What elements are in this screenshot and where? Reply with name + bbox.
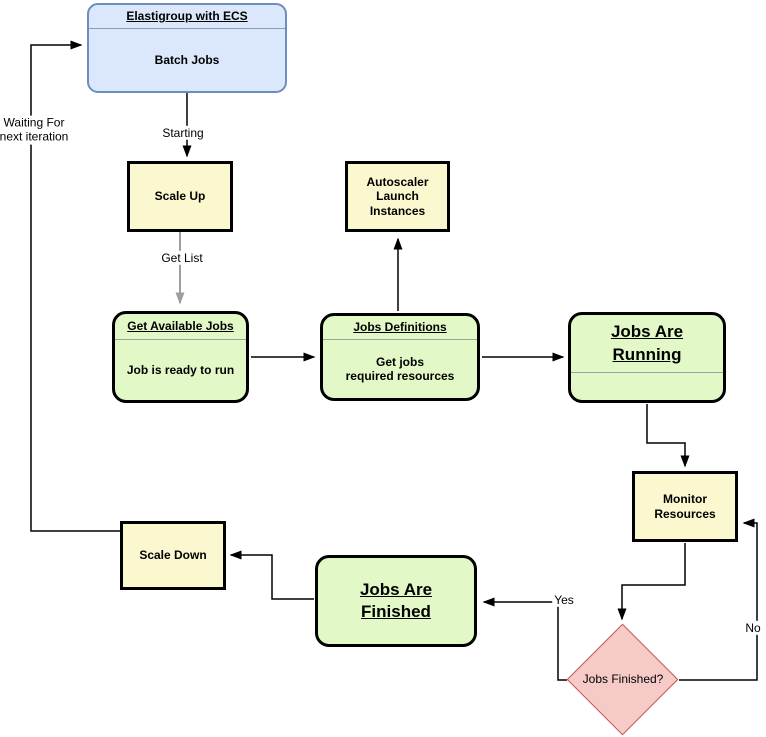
node-monitor-resources: Monitor Resources — [632, 471, 738, 542]
edge-running-to-monitor — [646, 404, 690, 468]
node-jobs-are-finished-title: Jobs Are Finished — [359, 579, 433, 621]
node-jobs-are-running-body — [571, 373, 723, 400]
node-elastigroup-title: Elastigroup with ECS — [89, 5, 285, 29]
edge-label-yes: Yes — [552, 592, 576, 608]
node-jobs-are-running-title: Jobs Are Running — [571, 315, 723, 373]
edge-label-waiting-for-next-iteration: Waiting For next iteration — [0, 115, 71, 145]
node-elastigroup-body: Batch Jobs — [154, 52, 220, 67]
edge-decision-no-to-monitor — [679, 518, 758, 681]
node-autoscaler-launch-instances: Autoscaler Launch Instances — [345, 161, 450, 232]
edge-label-starting: Starting — [160, 125, 206, 141]
node-jobs-are-finished: Jobs Are Finished — [315, 555, 477, 647]
edge-finished-to-scaledown — [229, 550, 314, 600]
node-get-available-jobs-body: Job is ready to run — [126, 362, 235, 377]
edge-scaledown-to-elastigroup — [30, 40, 120, 532]
node-scale-up: Scale Up — [127, 161, 233, 232]
edge-label-get-list: Get List — [159, 250, 205, 266]
edge-decision-yes-to-finished — [482, 597, 567, 681]
edge-label-no: No — [743, 620, 763, 636]
node-jobs-finished-decision: Jobs Finished? — [582, 672, 664, 686]
node-jobs-are-running: Jobs Are Running — [568, 312, 726, 403]
node-jobs-definitions-body: Get jobs required resources — [345, 354, 455, 383]
node-jobs-definitions-title: Jobs Definitions — [323, 316, 477, 340]
edge-monitor-to-decision — [617, 543, 686, 621]
node-get-available-jobs: Get Available Jobs Job is ready to run — [112, 311, 249, 403]
node-scale-down: Scale Down — [120, 521, 226, 590]
node-elastigroup-batch-jobs: Elastigroup with ECS Batch Jobs — [87, 3, 287, 93]
node-jobs-definitions: Jobs Definitions Get jobs required resou… — [320, 313, 480, 401]
node-get-available-jobs-title: Get Available Jobs — [115, 314, 246, 340]
